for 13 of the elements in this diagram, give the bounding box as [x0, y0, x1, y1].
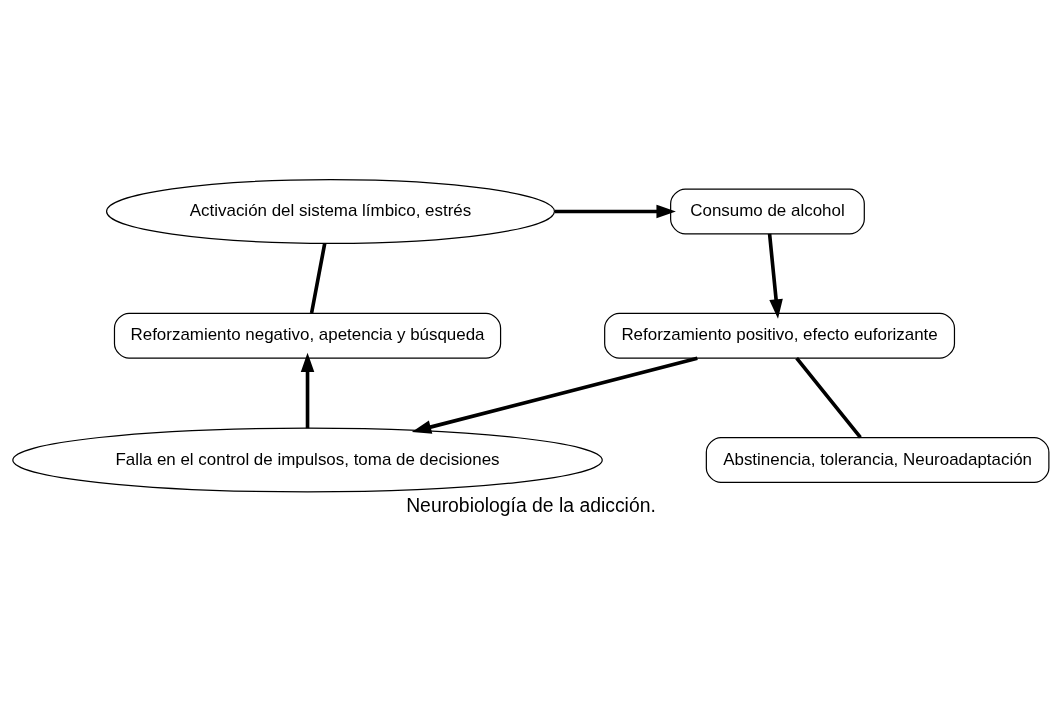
node-ellipse: Activación del sistema límbico, estrés	[106, 178, 556, 244]
arrow	[555, 204, 676, 218]
connector	[309, 242, 327, 313]
caption: Neurobiología de la adicción.	[406, 493, 656, 516]
connector	[795, 356, 862, 439]
node-box: Reforzamiento positivo, efecto euforizante	[604, 312, 956, 359]
node-box: Abstinencia, tolerancia, Neuroadaptación	[705, 436, 1050, 483]
node-box: Consumo de alcohol	[670, 188, 865, 234]
arrow	[300, 352, 315, 428]
arrow	[767, 233, 783, 319]
arrow	[411, 355, 698, 434]
node-box: Reforzamiento negativo, apetencia y búsqueda	[113, 312, 502, 359]
node-ellipse: Falla en el control de impulsos, toma de decisiones	[12, 427, 603, 492]
